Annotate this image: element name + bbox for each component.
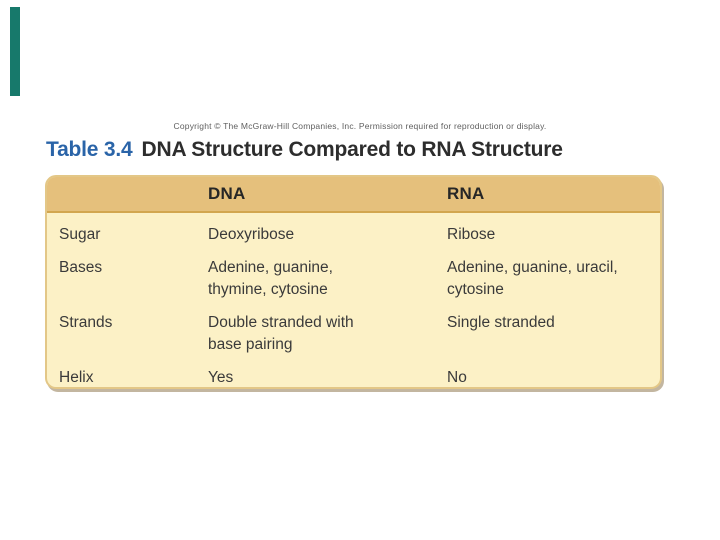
table-row-strands: Strands Double stranded with base pairin… bbox=[59, 312, 648, 356]
table-row-helix: Helix Yes No bbox=[59, 367, 648, 389]
row-label: Sugar bbox=[59, 226, 101, 243]
dna-rna-comparison-table: DNA RNA Sugar Deoxyribose Ribose Bases A… bbox=[45, 175, 662, 389]
table-row-sugar: Sugar Deoxyribose Ribose bbox=[59, 224, 648, 246]
table-number: Table 3.4 bbox=[46, 138, 133, 161]
column-header-dna: DNA bbox=[208, 184, 246, 203]
dna-cell: Adenine, guanine, thymine, cytosine bbox=[208, 259, 333, 298]
rna-cell: Adenine, guanine, uracil, cytosine bbox=[447, 259, 618, 298]
column-header-rna: RNA bbox=[447, 184, 485, 203]
rna-cell: Single stranded bbox=[447, 314, 555, 331]
dna-cell: Yes bbox=[208, 369, 234, 386]
row-label: Strands bbox=[59, 314, 113, 331]
rna-cell: Ribose bbox=[447, 226, 496, 243]
table-title-text: DNA Structure Compared to RNA Structure bbox=[141, 138, 563, 161]
copyright-notice: Copyright © The McGraw-Hill Companies, I… bbox=[173, 121, 547, 131]
rna-cell: No bbox=[447, 369, 467, 386]
dna-cell: Double stranded with base pairing bbox=[208, 314, 354, 353]
table-row-bases: Bases Adenine, guanine, thymine, cytosin… bbox=[59, 257, 648, 301]
teal-accent-bar bbox=[10, 7, 20, 96]
page-title: Table 3.4 DNA Structure Compared to RNA S… bbox=[46, 138, 706, 162]
dna-cell: Deoxyribose bbox=[208, 226, 295, 243]
table-body: Sugar Deoxyribose Ribose Bases Adenine, … bbox=[47, 213, 660, 389]
row-label: Helix bbox=[59, 369, 94, 386]
row-label: Bases bbox=[59, 259, 103, 276]
table-header-row: DNA RNA bbox=[47, 177, 660, 213]
